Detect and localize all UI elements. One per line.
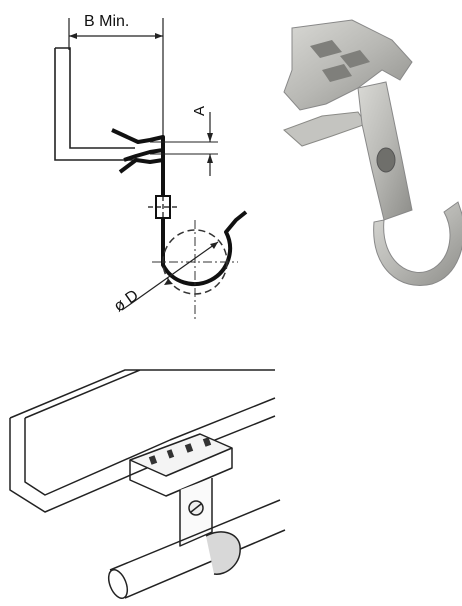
beam-flange-outline [54, 47, 135, 161]
photo-screw-hole [376, 147, 396, 173]
dimension-b-min-label: B Min. [84, 13, 129, 30]
clip-drawing-svg: B Min. A [54, 13, 248, 322]
screw-detail [148, 188, 180, 226]
clip-technical-drawing: B Min. A [0, 0, 270, 330]
installed-screw [188, 500, 204, 516]
clip-product-photo [262, 0, 462, 300]
pipe-body [109, 499, 286, 599]
installed-clip-top [129, 433, 233, 477]
installation-illustration [0, 340, 290, 606]
photo-pipe-loop [373, 201, 462, 286]
photo-grip-teeth [310, 40, 370, 82]
diameter-label: ø D [111, 287, 142, 316]
dimension-a: A [150, 106, 218, 176]
photo-lower-lip [283, 111, 367, 147]
angle-beam [9, 369, 275, 513]
installed-clip-markings [148, 437, 212, 465]
pipe-section [152, 220, 238, 322]
dimension-a-label: A [191, 106, 208, 116]
installation-svg [9, 369, 286, 599]
clip-profile [111, 128, 248, 287]
clip-photo-svg [283, 19, 462, 286]
pipe-end [107, 569, 129, 599]
installed-clip-loop [205, 531, 241, 575]
dimension-b-min: B Min. [68, 13, 164, 140]
installed-clip-side [129, 448, 233, 497]
